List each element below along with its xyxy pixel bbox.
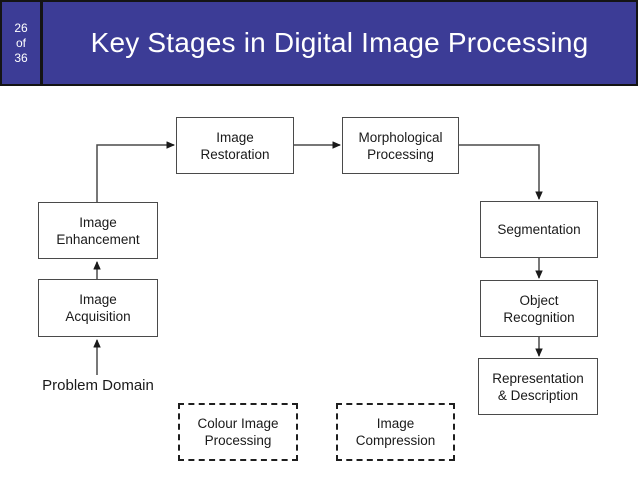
box-image-enhancement-label2: Enhancement — [56, 231, 140, 247]
slide-title: Key Stages in Digital Image Processing — [90, 27, 589, 58]
box-image-compression: Image Compression — [336, 403, 455, 461]
box-representation-description-label2: & Description — [497, 387, 579, 403]
box-colour-image-processing-label2: Processing — [204, 433, 272, 448]
box-object-recognition-label2: Recognition — [503, 309, 575, 325]
box-image-acquisition: Image Acquisition — [38, 279, 158, 337]
box-image-enhancement-label: Image — [79, 214, 117, 230]
box-morphological-processing-label2: Processing — [367, 146, 434, 162]
box-object-recognition: Object Recognition — [480, 280, 598, 337]
box-colour-image-processing-label: Colour Image — [197, 416, 279, 431]
page-counter-total: 36 — [14, 50, 28, 65]
box-segmentation: Segmentation — [480, 201, 598, 258]
box-morphological-processing-label: Morphological — [358, 129, 443, 145]
box-image-restoration-label: Image — [216, 129, 254, 145]
header-bar: 26 of 36 Key Stages in Digital Image Pro… — [0, 0, 638, 86]
page-counter: 26 of 36 — [2, 2, 43, 84]
problem-domain-label: Problem Domain — [42, 377, 154, 394]
box-morphological-processing: Morphological Processing — [342, 117, 459, 174]
page-counter-current: 26 — [14, 20, 28, 35]
box-image-restoration-label2: Restoration — [200, 146, 270, 162]
connector-image-enhancement-to-image-restoration — [96, 141, 175, 202]
connector-morphological-processing-to-segmentation — [459, 144, 543, 200]
box-image-acquisition-label2: Acquisition — [65, 309, 131, 324]
box-colour-image-processing: Colour Image Processing — [178, 403, 298, 461]
box-object-recognition-label: Object — [519, 292, 559, 308]
box-representation-description-label: Representation — [492, 370, 584, 386]
box-image-acquisition-label: Image — [79, 292, 117, 307]
box-image-compression-label: Image — [376, 416, 415, 431]
box-segmentation-label: Segmentation — [497, 222, 581, 237]
box-image-compression-label2: Compression — [355, 433, 436, 448]
box-image-enhancement: Image Enhancement — [38, 202, 158, 259]
box-image-restoration: Image Restoration — [176, 117, 294, 174]
page-counter-separator: of — [15, 35, 26, 50]
box-representation-description: Representation & Description — [478, 358, 598, 415]
